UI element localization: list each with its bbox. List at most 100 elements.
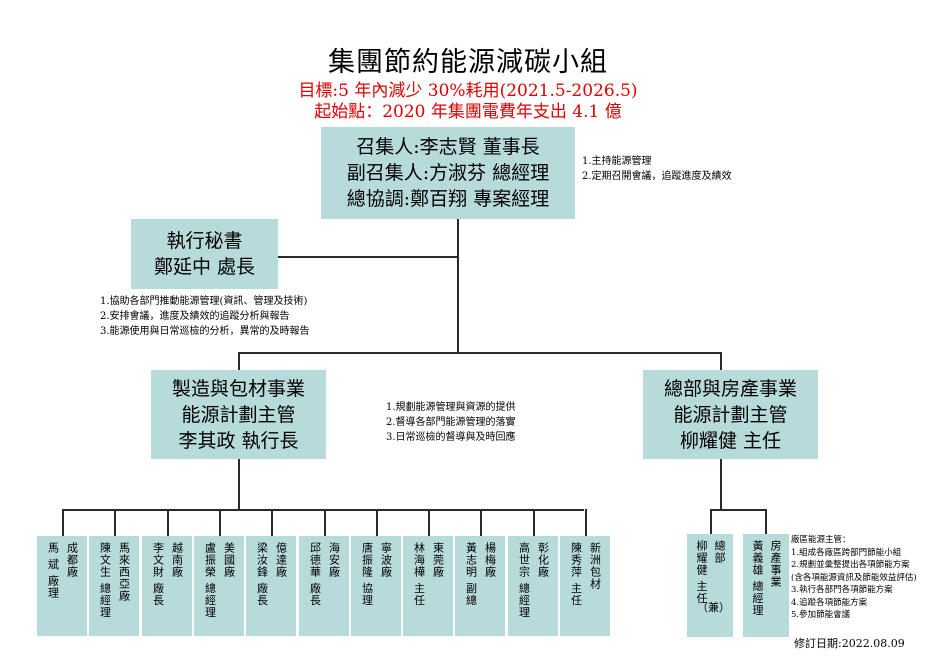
- manufacturing-box: 製造與包材事業 能源計劃主管 李其政 執行長: [151, 370, 326, 459]
- plant-manager: 黃志明 副總: [464, 542, 478, 607]
- hq-role: 能源計劃主管: [673, 403, 788, 426]
- plant-drop-line: [533, 509, 535, 536]
- note-line: 2.安排會議，進度及績效的追蹤分析與報告: [100, 311, 290, 322]
- plant-box: 東莞廠林海樺 主任: [403, 536, 453, 636]
- hq-unit-real-estate: 房產事業 黃義雄 總經理: [743, 534, 789, 637]
- plant-drop-line: [114, 509, 116, 536]
- plant-name: 美國廠: [222, 542, 236, 578]
- plant-name: 馬來西亞廠: [117, 542, 131, 602]
- plant-name: 楊梅廠: [483, 542, 497, 578]
- plant-drop-line: [585, 509, 587, 536]
- hq-down-line: [720, 458, 722, 510]
- trunk-line: [457, 218, 459, 354]
- notes-title: 廠區能源主管：: [791, 535, 851, 545]
- note-line: 1.規劃能源管理與資源的提供: [386, 402, 516, 413]
- plant-name: 新洲包材: [588, 542, 602, 590]
- unit-name: 總部: [713, 540, 726, 564]
- plants-bus-line: [62, 509, 584, 511]
- division-bus-line: [238, 352, 722, 354]
- manufacturing-role: 能源計劃主管: [181, 403, 296, 426]
- manufacturing-person: 李其政 執行長: [178, 429, 299, 452]
- plant-manager: 陳秀萍 主任: [569, 542, 583, 607]
- note-line: 2.規劃並彙整提出各項節能方案: [791, 560, 910, 570]
- secretary-connector: [278, 256, 458, 258]
- plant-box: 海安廠邱德華 廠長: [299, 536, 349, 636]
- plant-box: 成都廠馬 斌 廠理: [37, 536, 87, 636]
- vice-convener-line: 副召集人:方淑芬 總經理: [346, 162, 550, 184]
- plant-name: 越南廠: [170, 542, 184, 578]
- plant-name: 東莞廠: [431, 542, 445, 578]
- hq-division: 總部與房產事業: [663, 377, 797, 400]
- note-line: 1.主持能源管理: [582, 156, 652, 167]
- note-line: 2.定期召開會議，追蹤進度及績效: [582, 171, 732, 182]
- plant-drop-line: [271, 509, 273, 536]
- hq-unit-drop-1: [710, 509, 712, 534]
- plant-manager: 邱德華 廠長: [308, 542, 322, 607]
- plant-manager: 林海樺 主任: [412, 542, 426, 607]
- note-line: (含各項能源資訊及節能效益評估): [791, 572, 917, 583]
- plant-manager: 唐振隆 協理: [360, 542, 374, 607]
- plant-manager: 李文財 廠長: [151, 542, 165, 607]
- hq-unit-drop-2: [765, 509, 767, 534]
- concurrent-note: （兼）: [697, 601, 730, 614]
- hq-units-bus-line: [710, 509, 766, 511]
- secretary-title: 執行秘書: [166, 230, 243, 252]
- note-line: 3.日常巡檢的督導與及時回應: [386, 432, 516, 443]
- secretary-notes: 1.協助各部門推動能源管理(資訊、管理及技術) 2.安排會議，進度及績效的追蹤分…: [100, 294, 310, 339]
- plant-name: 億達廠: [274, 542, 288, 578]
- unit-person: 黃義雄 總經理: [751, 540, 764, 617]
- plant-box: 寧波廠唐振隆 協理: [351, 536, 401, 636]
- note-line: 2.督導各部門能源管理的落實: [386, 417, 516, 428]
- plant-name: 海安廠: [327, 542, 341, 578]
- convener-line: 召集人:李志賢 董事長: [356, 136, 540, 158]
- plant-drop-line: [428, 509, 430, 536]
- hq-person: 柳耀健 主任: [679, 429, 782, 452]
- secretary-box: 執行秘書 鄭延中 處長: [131, 219, 278, 289]
- note-line: 5.參加節能會議: [791, 610, 851, 620]
- goal-text: 目標:5 年內減少 30%耗用(2021.5-2026.5): [298, 81, 638, 101]
- hq-box: 總部與房產事業 能源計劃主管 柳耀健 主任: [643, 370, 818, 459]
- secretary-person: 鄭延中 處長: [153, 256, 256, 278]
- plant-box: 美國廠盧振榮 總經理: [194, 536, 244, 636]
- plant-manager: 馬 斌 廠理: [46, 542, 60, 599]
- baseline-text: 起始點：2020 年集團電費年支出 4.1 億: [314, 102, 622, 122]
- note-line: 1.組成各廠區跨部門節能小組: [791, 547, 902, 558]
- manufacturing-notes: 1.規劃能源管理與資源的提供 2.督導各部門能源管理的落實 3.日常巡檢的督導與…: [386, 400, 516, 445]
- mfg-drop-line: [238, 352, 240, 370]
- plant-name: 寧波廠: [379, 542, 393, 578]
- manufacturing-division: 製造與包材事業: [171, 377, 305, 400]
- plant-manager-notes: 廠區能源主管： 1.組成各廠區跨部門節能小組 2.規劃並彙整提出各項節能方案 (…: [791, 534, 917, 622]
- plant-manager: 梁汝鋒 廠長: [255, 542, 269, 607]
- plant-drop-line: [376, 509, 378, 536]
- revision-date: 修訂日期:2022.08.09: [794, 637, 905, 650]
- plant-drop-line: [62, 509, 64, 536]
- plant-box: 彰化廠高世宗 總經理: [508, 536, 558, 636]
- convener-box: 召集人:李志賢 董事長 副召集人:方淑芬 總經理 總協調:鄭百翔 專案經理: [321, 127, 575, 219]
- unit-person: 柳耀健 主任: [695, 540, 708, 605]
- page-title: 集團節約能源減碳小組: [328, 47, 608, 78]
- plant-manager: 高世宗 總經理: [517, 542, 531, 619]
- plant-drop-line: [324, 509, 326, 536]
- plant-box: 馬來西亞廠陳文生 總經理: [89, 536, 139, 636]
- note-line: 1.協助各部門推動能源管理(資訊、管理及技術): [100, 296, 308, 307]
- note-line: 3.能源使用與日常巡檢的分析，異常的及時報告: [100, 326, 310, 337]
- plant-box: 楊梅廠黃志明 副總: [455, 536, 505, 636]
- coordinator-line: 總協調:鄭百翔 專案經理: [346, 188, 550, 210]
- note-line: 4.追蹤各項節能方案: [791, 597, 868, 608]
- plant-name: 成都廠: [65, 542, 79, 578]
- plant-manager: 盧振榮 總經理: [203, 542, 217, 619]
- unit-name: 房產事業: [769, 540, 782, 588]
- mfg-down-line: [238, 458, 240, 510]
- hq-drop-line: [720, 352, 722, 370]
- note-line: 3.執行各部門各項節能方案: [791, 585, 893, 595]
- plant-box: 億達廠梁汝鋒 廠長: [246, 536, 296, 636]
- convener-notes: 1.主持能源管理 2.定期召開會議，追蹤進度及績效: [582, 154, 732, 184]
- plant-name: 彰化廠: [536, 542, 550, 578]
- hq-unit-headquarters: 總部 柳耀健 主任: [687, 534, 733, 637]
- plant-drop-line: [480, 509, 482, 536]
- plant-manager: 陳文生 總經理: [98, 542, 112, 619]
- plant-drop-line: [219, 509, 221, 536]
- plant-drop-line: [167, 509, 169, 536]
- plant-box: 新洲包材陳秀萍 主任: [560, 536, 610, 636]
- plant-box: 越南廠李文財 廠長: [142, 536, 192, 636]
